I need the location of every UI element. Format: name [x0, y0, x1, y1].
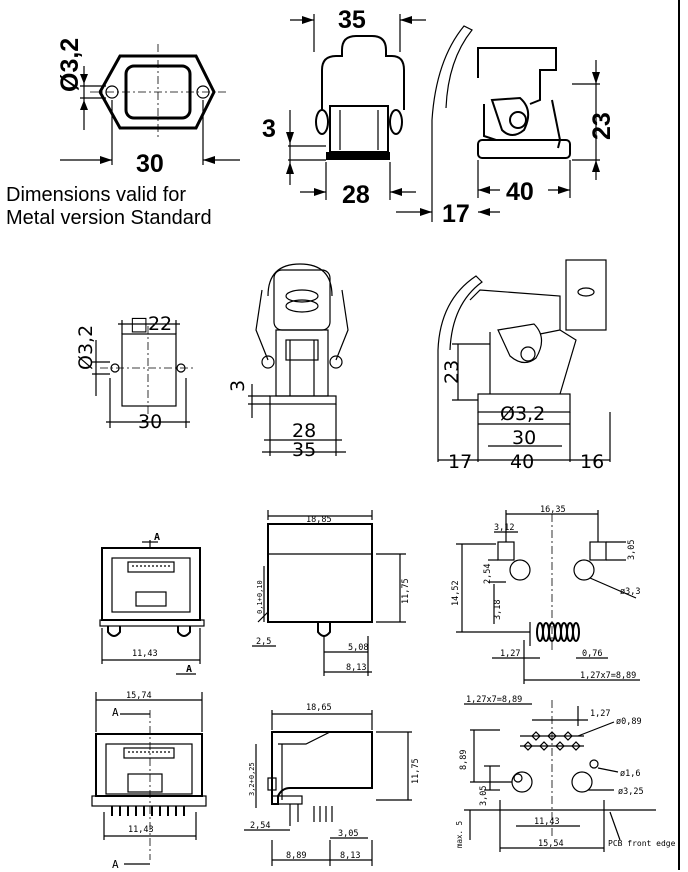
r4-dim-1175: 11,75	[411, 758, 421, 784]
row2-flange-top-view	[92, 320, 196, 428]
r4-pcb-front-edge: PCB front edge	[608, 839, 676, 848]
r3-dim-127x7: 1,27x7=8,89	[580, 671, 636, 681]
r4-dim-phi089: ø0,89	[616, 717, 642, 727]
r3-dim-318: 3,18	[493, 600, 503, 620]
r1-dim-3: 3	[262, 115, 276, 143]
r3-dim-813: 8,13	[346, 663, 366, 673]
r3-dim-076: 0,76	[582, 649, 602, 659]
r4-dim-phi16: ø1,6	[620, 769, 640, 779]
r3-dim-1175: 11,75	[401, 578, 411, 604]
dimensions-note: Dimensions valid for Metal version Stand…	[6, 184, 212, 230]
r4-dim-1574: 15,74	[126, 691, 152, 701]
r2-dim-28: 28	[292, 420, 316, 442]
row1-flange-top-view	[60, 44, 240, 165]
r1-dim-35: 35	[338, 6, 366, 34]
row3-footprint-view	[456, 510, 640, 684]
row4-footprint-view	[464, 700, 656, 852]
r2-dim-30: 30	[138, 411, 162, 433]
r4-dim-max5: max. 5	[455, 821, 464, 848]
r4-dim-305v: 3,05	[479, 786, 489, 806]
r4-dim-254: 2,54	[250, 821, 270, 831]
r2-dim-phi32b: Ø3,2	[500, 403, 545, 425]
r4-dim-127: 1,27	[590, 709, 610, 719]
r4-dim-1865: 18,65	[306, 703, 332, 713]
r2-dim-3: 3	[227, 380, 249, 392]
r2-dim-40: 40	[510, 451, 534, 473]
row4-jack-front-view	[91, 692, 207, 865]
r4-dim-1554: 15,54	[538, 839, 564, 849]
row2-housing-side-view	[437, 259, 611, 462]
r3-dim-254: 2,54	[483, 564, 493, 584]
r2-dim-35: 35	[292, 439, 316, 461]
r2-dim-30b: 30	[512, 427, 536, 449]
row3-jack-front-view	[99, 540, 205, 675]
r1-dim-28: 28	[342, 181, 370, 209]
r2-dim-17: 17	[448, 451, 472, 473]
r3-dim-25: 2,5	[256, 637, 271, 647]
r4-dim-813: 8,13	[340, 851, 360, 861]
r3-dim-305: 3,05	[627, 540, 637, 560]
r3-dim-1635: 16,35	[540, 505, 566, 515]
r3-dim-508: 5,08	[348, 643, 368, 653]
row4-jack-side-view	[244, 710, 412, 866]
r3-dim-1885: 18,85	[306, 515, 332, 525]
r4-dim-phi325: ø3,25	[618, 787, 644, 797]
r4-dim-1143: 11,43	[128, 825, 154, 835]
r4-dim-127x7: 1,27x7=8,89	[466, 695, 522, 705]
r3-dim-phi33: ø3,3	[620, 587, 640, 597]
row1-housing-front-view	[286, 14, 426, 200]
note-line-1: Dimensions valid for	[6, 184, 187, 206]
r4-dim-1143b: 11,43	[534, 817, 560, 827]
r3-dim-127: 1,27	[500, 649, 520, 659]
row3-jack-side-view	[252, 510, 406, 676]
r4-dim-889v: 8,89	[459, 750, 469, 770]
row2-housing-front-view	[248, 263, 349, 456]
r2-dim-23: 23	[441, 360, 463, 384]
r4-dim-889: 8,89	[286, 851, 306, 861]
row1-housing-side-view	[396, 25, 600, 222]
r4-dim-32: 3,2+0,25	[248, 762, 256, 796]
r1-dim-40: 40	[506, 178, 534, 206]
r4-dim-305: 3,05	[338, 829, 358, 839]
r1-dim-phi32: Ø3,2	[56, 38, 84, 92]
r2-dim-16: 16	[580, 451, 604, 473]
r1-dim-30: 30	[136, 150, 164, 178]
r1-dim-23: 23	[588, 112, 616, 140]
r1-dim-17: 17	[442, 200, 470, 228]
row4-front-pins	[111, 806, 185, 816]
row4-pin-holes	[520, 731, 584, 751]
r3-dim-1143: 11,43	[132, 649, 158, 659]
r3-dim-312: 3,12	[494, 523, 514, 533]
r3-marker-a-top: A	[154, 532, 160, 543]
note-line-2: Metal version Standard	[6, 207, 212, 229]
r4-marker-a-bot: A	[112, 858, 119, 871]
r3-marker-a-bot: A	[186, 664, 192, 675]
r3-dim-tol: 0,1+0,10	[256, 580, 264, 614]
r3-dim-1452: 14,52	[451, 580, 461, 606]
r4-marker-a-top: A	[112, 706, 119, 719]
pin-row-top	[536, 622, 580, 642]
r2-dim-phi32: Ø3,2	[75, 325, 97, 370]
r2-dim-sq22: □22	[130, 313, 172, 335]
